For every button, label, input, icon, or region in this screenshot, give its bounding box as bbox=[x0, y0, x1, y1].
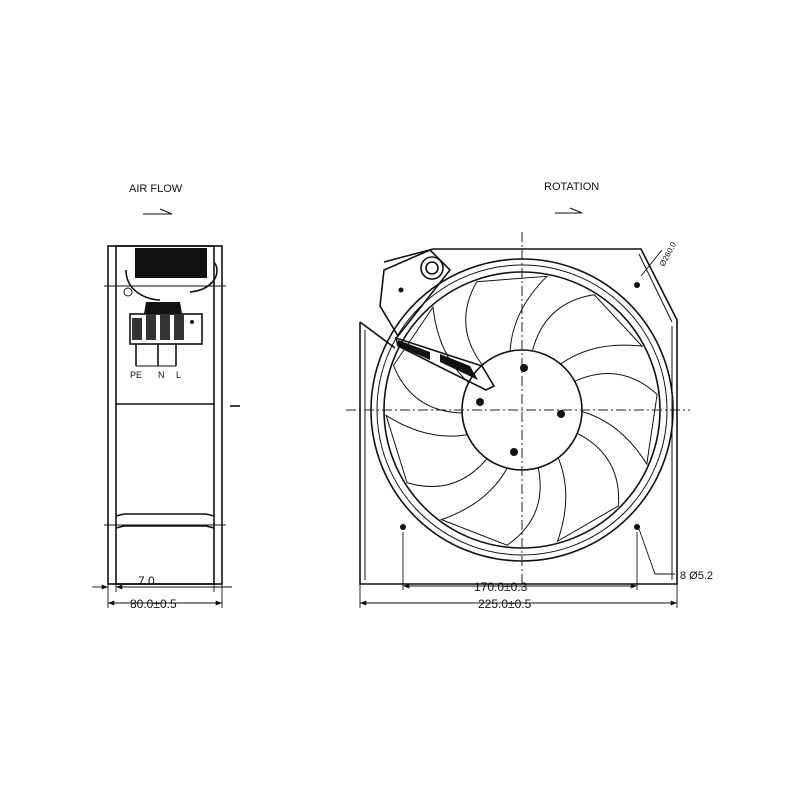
dim-hole-spacing-value: 170.0±0.3 bbox=[474, 580, 528, 594]
fan-blade bbox=[531, 294, 644, 365]
fan-blades bbox=[385, 275, 658, 546]
front-dimensions bbox=[359, 249, 678, 608]
airflow-title: AIR FLOW bbox=[129, 183, 183, 195]
mounting-hole bbox=[634, 282, 640, 288]
hub-screw bbox=[557, 410, 565, 418]
dim-depth-value: 80.0±0.5 bbox=[130, 597, 177, 611]
dim-width-value: 225.0±0.5 bbox=[478, 597, 532, 611]
terminal-label-l: L bbox=[176, 370, 181, 380]
hub-screw bbox=[520, 364, 528, 372]
terminal-label-pe: PE bbox=[130, 370, 142, 380]
capacitor bbox=[123, 248, 218, 301]
fan-frame bbox=[359, 248, 678, 585]
dim-diameter-value: Ø260.0 bbox=[658, 240, 679, 268]
rotation-title: ROTATION bbox=[544, 181, 599, 193]
hub-screw bbox=[510, 448, 518, 456]
side-dimensions bbox=[92, 584, 232, 608]
mounting-holes bbox=[400, 282, 640, 530]
dim-holes-value: 8 Ø5.2 bbox=[680, 570, 713, 582]
fan-blade bbox=[385, 414, 488, 487]
centerlines bbox=[346, 232, 690, 588]
fan-blade bbox=[392, 305, 469, 414]
terminal-block bbox=[129, 302, 203, 367]
hub-screw bbox=[476, 398, 484, 406]
cable-outlet bbox=[379, 249, 496, 391]
terminal-label-n: N bbox=[158, 370, 165, 380]
front-view: ROTATION bbox=[346, 181, 713, 611]
dim-inner-value: 7.0 bbox=[138, 574, 155, 588]
fan-blade bbox=[440, 467, 541, 546]
mounting-hole bbox=[634, 524, 640, 530]
airflow-arrow-icon bbox=[143, 208, 173, 215]
fan-blade bbox=[574, 373, 658, 466]
rotation-arrow-icon bbox=[555, 207, 583, 214]
side-view: AIR FLOW bbox=[92, 183, 240, 611]
fan-blade bbox=[556, 432, 620, 543]
fan-housing-side bbox=[104, 245, 240, 585]
fan-blade bbox=[465, 275, 549, 366]
mounting-hole bbox=[400, 524, 406, 530]
